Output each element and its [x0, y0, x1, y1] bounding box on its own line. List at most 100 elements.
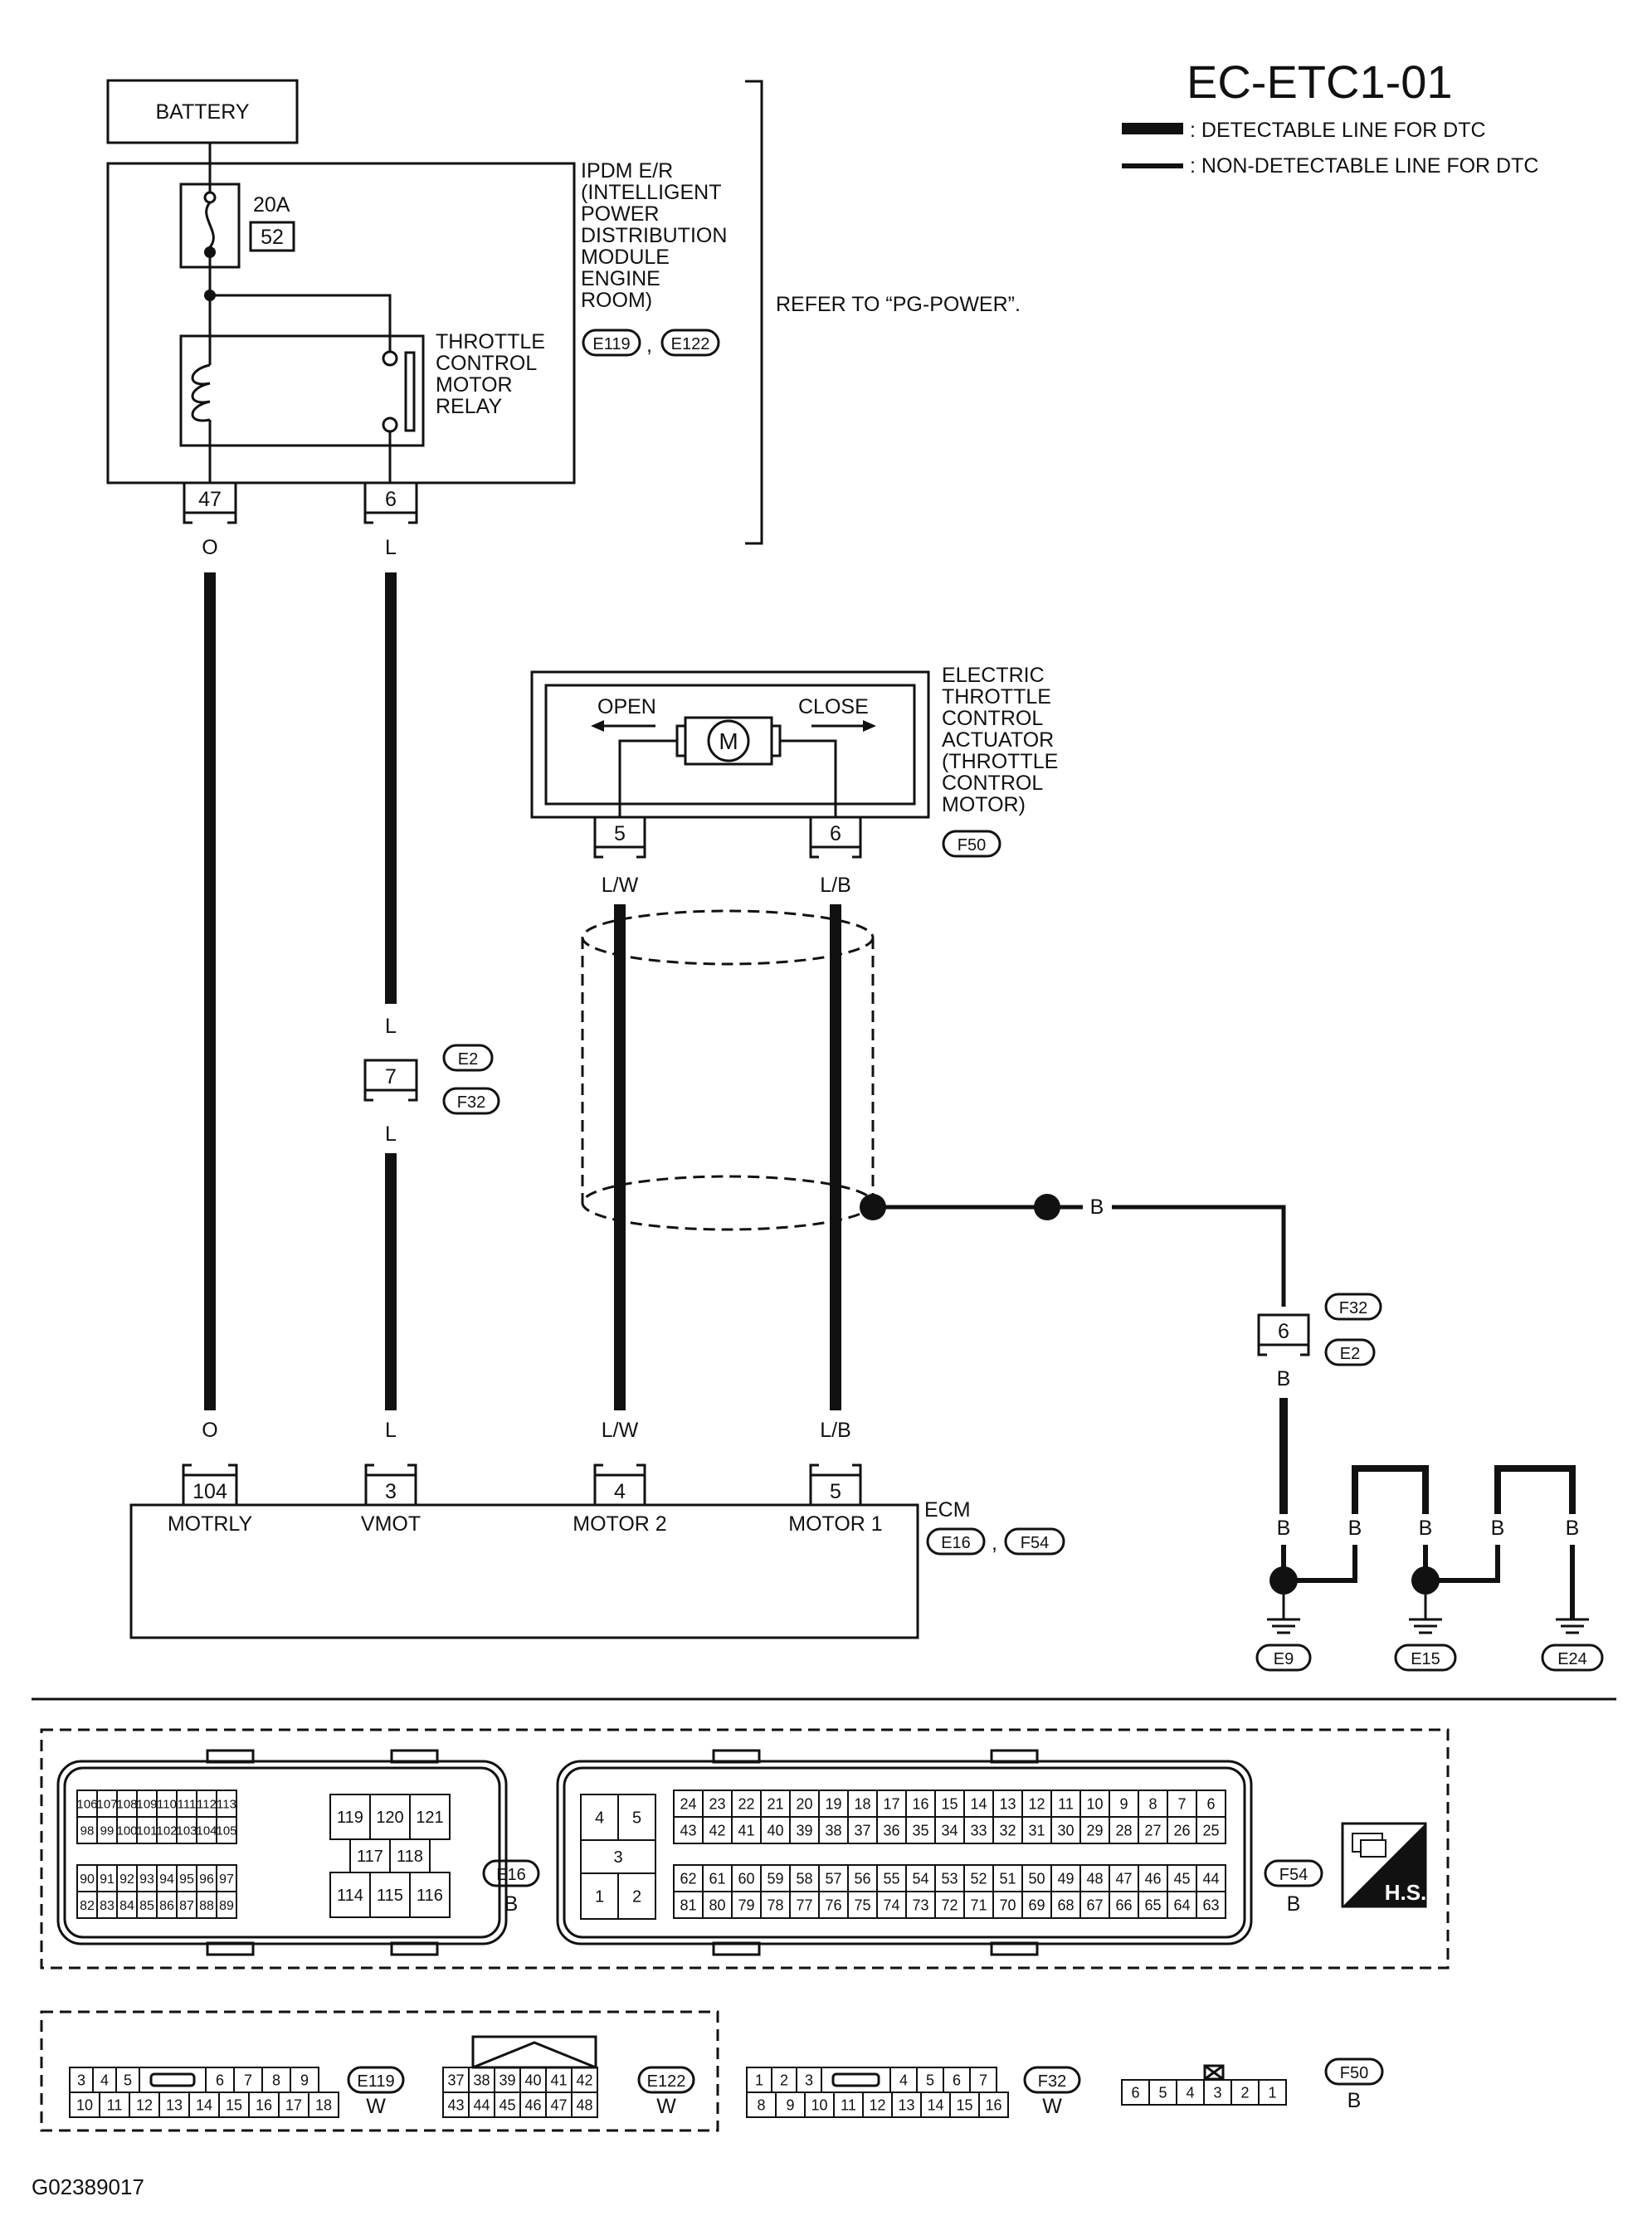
- actuator-label-6: CONTROL: [942, 772, 1043, 795]
- connector-pin-label: 3: [805, 2072, 813, 2088]
- connector-cell: [992, 1816, 1023, 1844]
- connector-pin-label: 59: [767, 1870, 783, 1887]
- connector-pin-label: 43: [680, 1822, 696, 1838]
- ipdm-label-6: ENGINE: [581, 267, 660, 290]
- svg-text:4: 4: [614, 1480, 626, 1503]
- connector-pin-label: 15: [226, 2096, 242, 2113]
- wire-color-lb-bottom: L/B: [820, 1419, 851, 1442]
- connector-cell: [1021, 1816, 1052, 1844]
- svg-text:6: 6: [385, 488, 397, 511]
- connector-cell: [847, 1790, 878, 1818]
- svg-text:E122: E122: [647, 2072, 686, 2091]
- connector-pin-label: 18: [854, 1795, 870, 1812]
- connector-pin-label: 114: [337, 1887, 363, 1905]
- hs-label: H.S.: [1385, 1880, 1427, 1905]
- connector-pin-label: 6: [953, 2072, 961, 2088]
- ecm-pin-5: 5: [809, 1463, 862, 1507]
- connector-pin-label: 72: [941, 1897, 958, 1913]
- connector-cell: [308, 2091, 339, 2118]
- figure-code: G02389017: [32, 2174, 144, 2199]
- relay-contact: [404, 351, 416, 432]
- connector-cell: [494, 2091, 521, 2118]
- wire-color-o-top: O: [202, 536, 217, 559]
- connector-cell: [116, 1891, 138, 1919]
- svg-text:7: 7: [385, 1065, 397, 1088]
- connector-pin-label: 31: [1028, 1822, 1045, 1838]
- connector-pin-label: 115: [377, 1887, 403, 1905]
- e122-badge: [637, 2066, 695, 2094]
- connector-cell: [1196, 1891, 1226, 1919]
- connector-pin-label: 93: [139, 1872, 154, 1887]
- connector-cell: [196, 1891, 217, 1919]
- conn-f32-badge: [442, 1087, 500, 1115]
- connector-pin-label: 121: [416, 1809, 443, 1827]
- connector-pin-label: 11: [107, 2096, 123, 2113]
- joint-connector-7: 7: [363, 1059, 418, 1102]
- conn-e122-badge-text: E122: [671, 335, 710, 353]
- connector-cell: [156, 1891, 178, 1919]
- ipdm-pin-47: 47: [183, 481, 237, 524]
- connector-pin-label: 13: [898, 2096, 914, 2113]
- connector-pin-label: 57: [825, 1870, 841, 1887]
- conn-f54-badge: [1004, 1527, 1065, 1556]
- ecm-pin-3: 3: [364, 1463, 417, 1507]
- connector-cell: [934, 1891, 965, 1919]
- connector-pin-label: 9: [786, 2096, 794, 2113]
- relay-label-2: CONTROL: [436, 352, 537, 375]
- svg-text:6: 6: [1278, 1320, 1289, 1343]
- connector-pin-label: 2: [632, 1888, 641, 1906]
- connector-pin-label: 116: [417, 1887, 443, 1905]
- ground-e15-badge: [1394, 1643, 1457, 1672]
- conn-e119-badge: [582, 329, 641, 357]
- f32-color: W: [1042, 2095, 1062, 2118]
- connector-pin-label: 92: [119, 1872, 134, 1887]
- svg-text:E15: E15: [1411, 1650, 1440, 1668]
- wire-color-lw-top: L/W: [602, 874, 639, 897]
- connector-pin-label: 75: [854, 1897, 870, 1913]
- connector-pin-label: 70: [999, 1897, 1016, 1913]
- e16-badge: [482, 1859, 540, 1887]
- connector-cell: [891, 2091, 922, 2118]
- connector-cell: [978, 2091, 1009, 2118]
- connector-pin-label: 112: [197, 1797, 217, 1811]
- ecm-term-motor2: MOTOR 2: [573, 1512, 666, 1536]
- connector-pin-label: 113: [217, 1797, 236, 1811]
- connector-cell: [545, 2067, 573, 2093]
- connector-cell: [789, 1816, 820, 1844]
- connector-pin-label: 109: [136, 1797, 157, 1811]
- connector-pin-label: 97: [219, 1872, 234, 1887]
- ipdm-label-4: DISTRIBUTION: [581, 224, 727, 247]
- connector-cell: [969, 2067, 997, 2093]
- relay-label-4: RELAY: [436, 395, 502, 418]
- connector-cell: [69, 2067, 94, 2093]
- conn-e119-badge-text: E119: [592, 335, 630, 353]
- relay-label-3: MOTOR: [436, 373, 513, 397]
- motor-symbol: [707, 719, 750, 762]
- connector-cell: [1138, 1790, 1168, 1818]
- connector-cell: [789, 1864, 820, 1892]
- battery-label: BATTERY: [156, 100, 250, 124]
- connector-cell: [992, 1891, 1023, 1919]
- svg-text:3: 3: [385, 1480, 397, 1503]
- ecm-pin-4: 4: [593, 1463, 646, 1507]
- connector-pin-label: 105: [216, 1824, 236, 1838]
- connector-cell: [468, 2091, 495, 2118]
- connector-cell: [218, 2091, 250, 2118]
- connector-cell: [963, 1864, 994, 1892]
- conn-e2-badge: [442, 1044, 494, 1072]
- svg-text:E2: E2: [458, 1050, 478, 1069]
- connector-pin-label: 36: [883, 1822, 899, 1838]
- connector-pin-label: 63: [1202, 1897, 1219, 1913]
- e122-housing-top: [471, 2035, 597, 2069]
- connector-cell: [290, 2067, 319, 2093]
- actuator-inner-box: [544, 684, 916, 806]
- diagram-title: EC-ETC1-01: [1187, 56, 1453, 108]
- connector-pin-label: 90: [80, 1872, 95, 1887]
- connector-pin-label: 6: [1131, 2084, 1139, 2101]
- connector-pin-label: 91: [100, 1872, 115, 1887]
- svg-text:F32: F32: [457, 1093, 485, 1112]
- svg-text:,: ,: [992, 1531, 997, 1555]
- connector-cell: [818, 1816, 849, 1844]
- connector-pin-label: 2: [1240, 2084, 1249, 2101]
